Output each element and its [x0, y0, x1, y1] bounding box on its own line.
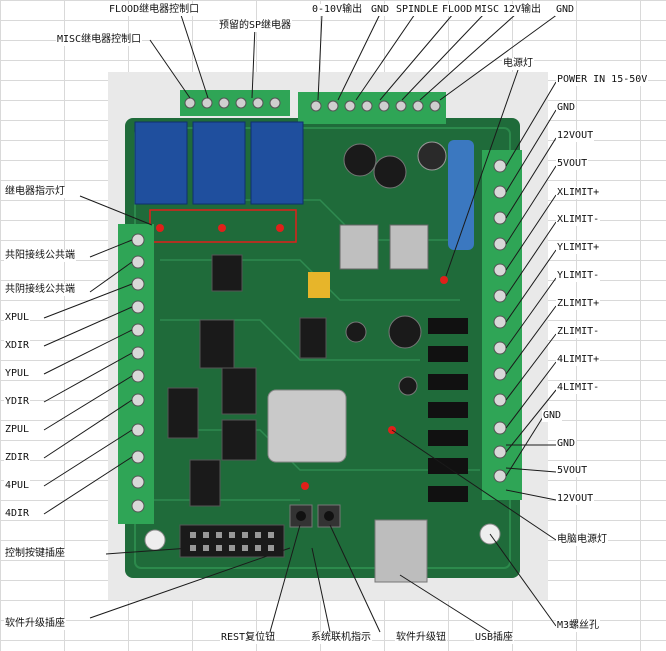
label-5vout-2: 5VOUT — [556, 465, 589, 477]
label-usb-socket: USB插座 — [474, 632, 515, 644]
label-spindle: SPINDLE — [395, 4, 440, 16]
push-buttons — [289, 504, 341, 528]
label-common-cathode-terminal: 共阴接线公共端 — [4, 284, 76, 296]
label-gnd-2: GND — [542, 410, 563, 422]
label-ylimit-minus: YLIMIT- — [556, 270, 601, 282]
label-ylimit-plus: YLIMIT+ — [556, 242, 601, 254]
relay-leds — [156, 224, 284, 232]
regulators — [339, 224, 429, 270]
capacitors — [343, 141, 447, 396]
label-gnd-top-right: GND — [555, 4, 576, 16]
label-5vout-1: 5VOUT — [556, 158, 589, 170]
label-gnd-1: GND — [556, 102, 577, 114]
jumper — [308, 272, 330, 298]
status-leds — [301, 276, 448, 490]
label-4limit-minus: 4LIMIT- — [556, 382, 601, 394]
label-4dir: 4DIR — [4, 508, 31, 520]
label-power-in: POWER IN 15-50V — [556, 74, 649, 86]
relays — [134, 121, 304, 205]
header-pins — [190, 532, 274, 551]
label-4pul: 4PUL — [4, 480, 31, 492]
label-control-button-socket: 控制按键插座 — [4, 548, 66, 560]
label-12v-output: 12V输出 — [502, 4, 543, 16]
callout-lines — [43, 11, 559, 633]
crystal-shield — [267, 389, 347, 463]
right-terminal-screws — [493, 159, 507, 483]
label-ypul: YPUL — [4, 368, 31, 380]
ic-chips — [167, 254, 327, 507]
label-reserved-sp-relay: 预留的SP继电器 — [218, 20, 293, 32]
label-pc-power-led: 电脑电源灯 — [556, 534, 608, 546]
label-12vout-2: 12VOUT — [556, 493, 595, 505]
label-xlimit-minus: XLIMIT- — [556, 214, 601, 226]
mount-hole-left — [144, 529, 166, 551]
label-12vout-1: 12VOUT — [556, 130, 595, 142]
label-gnd-top: GND — [370, 4, 391, 16]
label-xpul: XPUL — [4, 312, 31, 324]
label-reset-button: REST复位钮 — [220, 632, 277, 644]
label-zpul: ZPUL — [4, 424, 31, 436]
control-button-header — [179, 524, 285, 558]
label-firmware-upgrade-socket: 软件升级插座 — [4, 618, 66, 630]
blue-capacitor — [448, 140, 474, 250]
label-system-link-indicator: 系统联机指示 — [310, 632, 372, 644]
label-flood: FLOOD — [441, 4, 474, 16]
label-zdir: ZDIR — [4, 452, 31, 464]
label-zlimit-plus: ZLIMIT+ — [556, 298, 601, 310]
label-power-led: 电源灯 — [502, 58, 534, 70]
label-xdir: XDIR — [4, 340, 31, 352]
label-ydir: YDIR — [4, 396, 31, 408]
label-common-anode-terminal: 共阳接线公共端 — [4, 250, 76, 262]
label-flood-relay-control: FLOOD继电器控制口 — [108, 4, 201, 16]
label-xlimit-plus: XLIMIT+ — [556, 187, 601, 199]
label-firmware-upgrade-button: 软件升级钮 — [395, 632, 447, 644]
label-misc-relay-control: MISC继电器控制口 — [56, 34, 143, 46]
left-terminal-screws — [131, 233, 145, 513]
label-m3-screw-hole: M3螺丝孔 — [556, 620, 601, 632]
top-terminal-screws — [184, 97, 441, 112]
label-4limit-plus: 4LIMIT+ — [556, 354, 601, 366]
label-relay-indicator-led: 继电器指示灯 — [4, 186, 66, 198]
label-zlimit-minus: ZLIMIT- — [556, 326, 601, 338]
label-gnd-3: GND — [556, 438, 577, 450]
optocouplers — [428, 318, 468, 502]
label-misc: MISC — [474, 4, 501, 16]
label-0-10v-output: 0-10V输出 — [311, 4, 364, 16]
usb-socket — [374, 519, 428, 583]
